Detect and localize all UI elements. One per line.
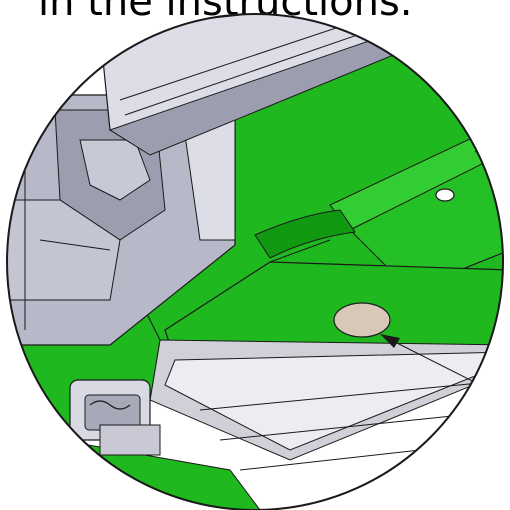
connector-clip [69,379,161,456]
gray-bracket-lower [7,199,121,301]
leader-line-upper [474,139,503,153]
green-channel [254,209,356,259]
magnifier-outline [6,13,504,510]
lower-rail-top [164,351,503,451]
adhesive-pad-icon [333,302,391,338]
arrow-icon [380,334,400,348]
screw-hole [435,188,455,202]
